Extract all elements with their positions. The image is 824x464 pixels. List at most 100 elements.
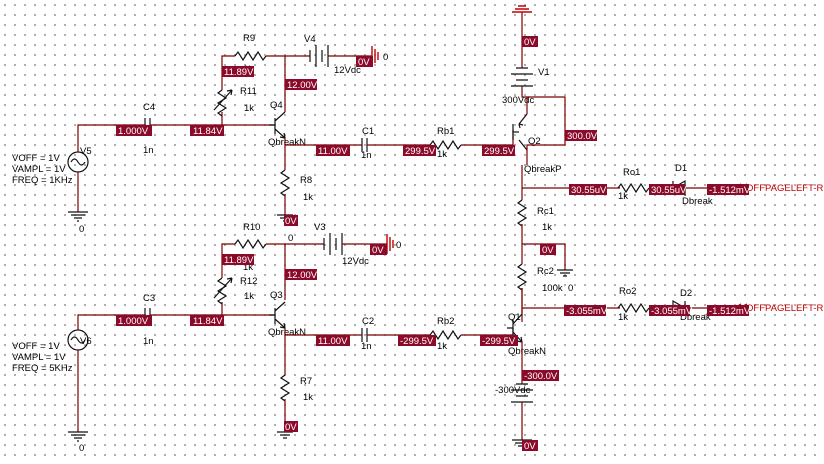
resistor-r7[interactable]: R7 1k [279, 374, 313, 403]
capacitor-c1[interactable]: C1 1n [361, 126, 374, 161]
voltage-marker[interactable]: 299.5V [482, 145, 515, 157]
transistor-q3[interactable]: Q3 QbreakN [268, 290, 306, 338]
voltage-marker[interactable]: 1.000V [116, 315, 152, 327]
voltage-marker-text: -300.0V [524, 371, 558, 382]
voltage-marker[interactable]: 11.84V [190, 125, 224, 137]
voltage-marker-text: 11.89V [224, 67, 254, 78]
transistor-q2[interactable]: Q2 QbreakP [512, 113, 562, 175]
voltage-marker[interactable]: 11.00V [316, 335, 350, 347]
capacitor-c3-value: 1n [143, 336, 154, 347]
resistor-r9-ref: R9 [243, 33, 255, 44]
resistor-rc2[interactable]: Rc2 100k [516, 263, 563, 294]
voltage-marker[interactable]: 0V [284, 421, 298, 433]
source-v4[interactable]: V4 12Vdc [304, 34, 361, 76]
source-v3[interactable]: V3 12Vdc [314, 222, 369, 267]
voltage-marker[interactable]: 1.000V [116, 125, 152, 137]
voltage-marker[interactable]: 11.84V [190, 315, 224, 327]
resistor-rc2-ref: Rc2 [537, 266, 554, 277]
transistor-q1[interactable]: Q1 QbreakN [507, 312, 546, 357]
voltage-marker-text: -3.055mV [651, 306, 693, 317]
voltage-marker[interactable]: 11.00V [316, 145, 350, 157]
resistor-rc1[interactable]: Rc1 1k [516, 199, 554, 233]
diode-d2-model: Dbreak [680, 312, 711, 323]
resistor-r10-value: 1k [243, 262, 253, 273]
source-v1[interactable]: V1 300Vdc [502, 67, 550, 106]
voltage-marker[interactable]: 30.55uV [649, 184, 687, 196]
voltage-marker-text: 300.0V [567, 131, 598, 142]
voltage-marker[interactable]: 299.5V [403, 145, 436, 157]
voltage-marker[interactable]: 12.00V [285, 269, 318, 281]
resistor-ro1[interactable]: Ro1 1k [617, 167, 650, 202]
ground-v6-label: 0 [79, 443, 84, 454]
diode-d1-ref: D1 [675, 163, 687, 174]
voltage-marker-text: 0V [358, 57, 370, 68]
voltage-marker[interactable]: -1.512mV [707, 305, 751, 317]
resistor-r7-value: 1k [303, 392, 313, 403]
source-v1-value: 300Vdc [502, 95, 534, 106]
voltage-marker[interactable]: -3.055mV [649, 305, 693, 317]
capacitor-c4-value: 1n [143, 145, 154, 156]
transistor-q4-ref: Q4 [270, 100, 283, 111]
resistor-r11-ref: R11 [240, 86, 257, 97]
resistor-r12[interactable]: R12 1k [213, 276, 257, 305]
voltage-marker[interactable]: -299.5V [398, 335, 436, 347]
voltage-marker-text: -1.512mV [709, 185, 751, 196]
voltage-marker[interactable]: -1.512mV [707, 184, 751, 196]
source-v6[interactable]: V6 VOFF = 1V VAMPL = 1V FREQ = 5KHz [12, 329, 92, 374]
ground-v5-label: 0 [79, 224, 84, 235]
voltage-marker[interactable]: -3.055mV [564, 305, 608, 317]
capacitor-c2-value: 1n [361, 341, 372, 352]
source-v2-value: -300Vdc [495, 385, 531, 396]
resistor-rb2[interactable]: Rb2 1k [429, 316, 462, 352]
capacitor-c3-ref: C3 [143, 293, 155, 304]
resistor-r11[interactable]: R11 1k [213, 86, 257, 117]
source-v3-ref: V3 [314, 222, 326, 233]
voltage-marker[interactable]: 11.89V [222, 254, 254, 266]
resistor-r12-ref: R12 [240, 276, 257, 287]
voltage-marker[interactable]: 0V [356, 56, 373, 68]
capacitor-c1-value: 1n [361, 150, 372, 161]
voltage-marker-text: 30.55uV [571, 185, 607, 196]
ground-v1 [512, 5, 532, 13]
resistor-r10-ref: R10 [243, 222, 260, 233]
capacitor-c1-ref: C1 [362, 126, 374, 137]
voltage-marker-text: 12.00V [287, 80, 318, 91]
voltage-marker[interactable]: 0V [522, 36, 538, 48]
resistor-rb1-value: 1k [437, 149, 447, 160]
voltage-marker[interactable]: -300.0V [522, 370, 559, 382]
capacitor-c4-ref: C4 [143, 102, 155, 113]
source-v5-vampl: VAMPL = 1V [12, 164, 66, 175]
voltage-marker-text: 0V [524, 441, 536, 452]
resistor-r8[interactable]: R8 1k [279, 169, 313, 203]
source-v6-ref: V6 [80, 336, 92, 347]
resistor-rb1[interactable]: Rb1 1k [429, 126, 462, 160]
resistor-ro2-ref: Ro2 [619, 286, 636, 297]
source-v5[interactable]: V5 VOFF = 1V VAMPL = 1V FREQ = 1KHz [12, 146, 92, 186]
resistor-r10[interactable]: R10 1k [234, 222, 267, 273]
transistor-q4-model: QbreakN [268, 137, 306, 148]
voltage-marker[interactable]: 0V [284, 215, 298, 227]
voltage-marker[interactable]: 11.89V [222, 66, 254, 78]
voltage-marker[interactable]: -299.5V [480, 335, 518, 347]
voltage-marker[interactable]: 0V [540, 244, 556, 256]
voltage-marker[interactable]: 0V [370, 244, 387, 256]
capacitor-c2[interactable]: C2 1n [361, 316, 374, 352]
voltage-marker-text: -299.5V [400, 336, 434, 347]
voltage-marker-text: 1.000V [118, 316, 149, 327]
resistor-ro2[interactable]: Ro2 1k [617, 286, 650, 323]
transistor-q4[interactable]: Q4 QbreakN [268, 100, 306, 148]
source-v5-freq: FREQ = 1KHz [12, 175, 73, 186]
voltage-marker[interactable]: 30.55uV [569, 184, 607, 196]
voltage-marker-text: 0V [542, 245, 554, 256]
voltage-marker[interactable]: 12.00V [285, 79, 318, 91]
resistor-ro1-ref: Ro1 [623, 167, 640, 178]
resistor-rb2-ref: Rb2 [437, 316, 454, 327]
transistor-q2-model: QbreakP [524, 164, 562, 175]
transistor-q2-ref: Q2 [528, 136, 541, 147]
source-v2[interactable]: -300Vdc [495, 383, 533, 403]
voltage-marker[interactable]: 300.0V [565, 130, 598, 142]
voltage-marker[interactable]: 0V [522, 440, 538, 452]
resistor-r8-ref: R8 [300, 175, 312, 186]
source-v5-voff: VOFF = 1V [12, 153, 60, 164]
